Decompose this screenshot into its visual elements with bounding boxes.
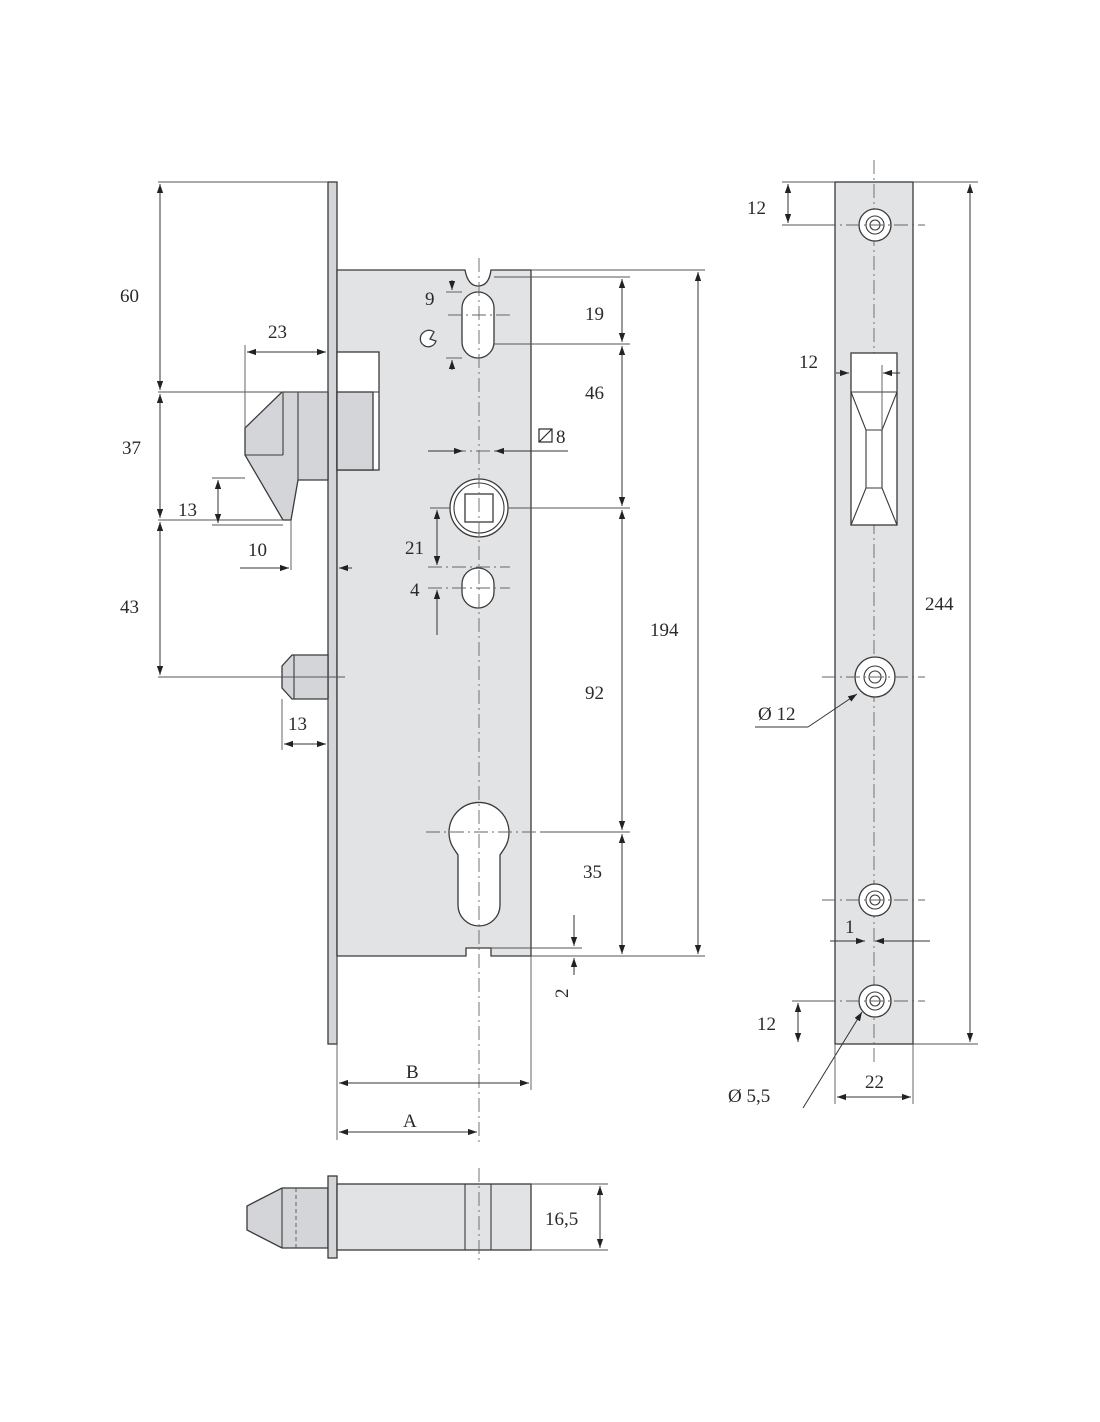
dim-13-latch: 13 <box>178 500 197 521</box>
dim-4: 4 <box>410 580 420 601</box>
top-slot <box>461 291 495 359</box>
case-top <box>336 1183 532 1251</box>
dim-43: 43 <box>120 597 139 618</box>
dim-12-bottom: 12 <box>757 1014 776 1035</box>
dim-46: 46 <box>585 383 604 404</box>
dim-9: 9 <box>425 289 435 310</box>
faceplate-side-view <box>822 160 925 1062</box>
dim-12-top: 12 <box>747 198 766 219</box>
front-view-dimensions: 60 37 43 23 13 10 13 9 19 4 <box>120 181 705 1140</box>
square-symbol-icon <box>538 428 553 443</box>
bolt-tip-top <box>246 1187 329 1249</box>
dim-A: A <box>403 1111 417 1132</box>
dim-diameter-12: Ø 12 <box>758 704 795 725</box>
lock-front-view <box>244 181 540 1145</box>
lock-case <box>336 269 532 957</box>
latch-opening <box>850 352 898 526</box>
dim-194: 194 <box>650 620 679 641</box>
hook-latch <box>244 391 329 521</box>
dim-10: 10 <box>248 540 267 561</box>
dim-22: 22 <box>865 1072 884 1093</box>
dim-13-bolt: 13 <box>288 714 307 735</box>
dim-diameter-5-5: Ø 5,5 <box>728 1086 770 1107</box>
dim-21: 21 <box>405 538 424 559</box>
dim-23: 23 <box>268 322 287 343</box>
dim-92: 92 <box>585 683 604 704</box>
dim-square-8: 8 <box>556 427 566 448</box>
dim-B: B <box>406 1062 419 1083</box>
lock-top-view: 16,5 <box>246 1168 608 1262</box>
dim-37: 37 <box>122 438 141 459</box>
dim-2: 2 <box>552 989 573 999</box>
dim-12-strike: 12 <box>799 352 818 373</box>
dim-244: 244 <box>925 594 954 615</box>
faceplate-side-dimensions: 12 12 244 Ø 12 1 12 Ø 5,5 22 <box>728 181 978 1109</box>
small-notch-hole <box>419 329 437 348</box>
dim-60: 60 <box>120 286 139 307</box>
dim-16-5: 16,5 <box>545 1209 578 1230</box>
dim-35: 35 <box>583 862 602 883</box>
dim-19: 19 <box>585 304 604 325</box>
dim-1: 1 <box>845 917 855 938</box>
faceplate <box>327 181 338 1045</box>
faceplate-top <box>327 1175 338 1259</box>
